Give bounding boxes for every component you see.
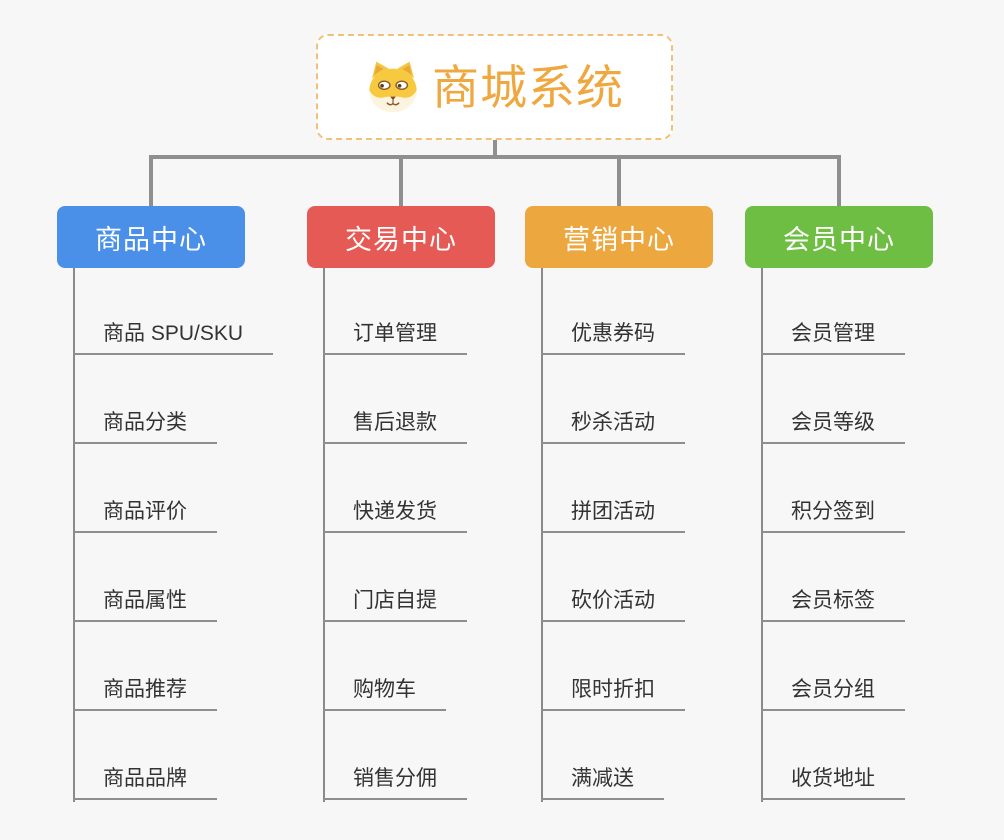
topic-label: 优惠券码: [541, 321, 685, 355]
topic-label: 商品推荐: [73, 677, 217, 711]
branch-member-center: 会员中心 会员管理 会员等级 积分签到 会员标签 会员分组 收货地址: [745, 206, 933, 802]
topic-label: 限时折扣: [541, 677, 685, 711]
topic-node[interactable]: 销售分佣: [323, 711, 467, 800]
topic-node[interactable]: 秒杀活动: [541, 355, 685, 444]
branch-header-trade-center[interactable]: 交易中心: [307, 206, 495, 268]
topic-label: 秒杀活动: [541, 410, 685, 444]
connector-root-stub: [493, 140, 497, 156]
branch-items: 会员管理 会员等级 积分签到 会员标签 会员分组 收货地址: [761, 266, 905, 800]
root-topic[interactable]: 商城系统: [316, 34, 673, 140]
branch-items: 商品 SPU/SKU 商品分类 商品评价 商品属性 商品推荐 商品品牌: [73, 266, 274, 800]
topic-node[interactable]: 购物车: [323, 622, 467, 711]
connector-drop-3: [617, 155, 621, 206]
topic-label: 商品 SPU/SKU: [73, 321, 274, 355]
branch-trunk-line: [323, 268, 325, 802]
topic-label: 售后退款: [323, 410, 467, 444]
topic-label: 收货地址: [761, 766, 905, 800]
topic-node[interactable]: 会员标签: [761, 533, 905, 622]
topic-node[interactable]: 订单管理: [323, 266, 467, 355]
topic-label: 购物车: [323, 677, 446, 711]
connector-drop-4: [837, 155, 841, 206]
topic-node[interactable]: 限时折扣: [541, 622, 685, 711]
branch-header-product-center[interactable]: 商品中心: [57, 206, 245, 268]
topic-label: 会员标签: [761, 588, 905, 622]
topic-label: 会员管理: [761, 321, 905, 355]
branch-trunk-line: [73, 268, 75, 802]
topic-label: 商品属性: [73, 588, 217, 622]
topic-label: 满减送: [541, 766, 664, 800]
branch-trunk-line: [541, 268, 543, 802]
topic-node[interactable]: 满减送: [541, 711, 685, 800]
topic-label: 商品分类: [73, 410, 217, 444]
topic-node[interactable]: 商品分类: [73, 355, 273, 444]
topic-label: 快递发货: [323, 499, 467, 533]
topic-label: 订单管理: [323, 321, 467, 355]
topic-label: 拼团活动: [541, 499, 685, 533]
topic-node[interactable]: 商品品牌: [73, 711, 273, 800]
topic-node[interactable]: 售后退款: [323, 355, 467, 444]
topic-node[interactable]: 商品 SPU/SKU: [73, 266, 274, 355]
topic-node[interactable]: 会员管理: [761, 266, 905, 355]
branch-trade-center: 交易中心 订单管理 售后退款 快递发货 门店自提 购物车 销售分佣: [307, 206, 495, 802]
topic-node[interactable]: 优惠券码: [541, 266, 685, 355]
branch-product-center: 商品中心 商品 SPU/SKU 商品分类 商品评价 商品属性 商品推荐 商品品牌: [57, 206, 274, 802]
topic-node[interactable]: 收货地址: [761, 711, 905, 800]
branch-marketing-center: 营销中心 优惠券码 秒杀活动 拼团活动 砍价活动 限时折扣 满减送: [525, 206, 713, 802]
topic-label: 砍价活动: [541, 588, 685, 622]
connector-drop-2: [399, 155, 403, 206]
topic-label: 销售分佣: [323, 766, 467, 800]
connector-drop-1: [149, 155, 153, 206]
topic-label: 商品品牌: [73, 766, 217, 800]
topic-node[interactable]: 门店自提: [323, 533, 467, 622]
topic-label: 商品评价: [73, 499, 217, 533]
topic-label: 会员分组: [761, 677, 905, 711]
topic-node[interactable]: 会员分组: [761, 622, 905, 711]
branch-header-marketing-center[interactable]: 营销中心: [525, 206, 713, 268]
root-topic-title: 商城系统: [432, 60, 624, 114]
topic-node[interactable]: 商品推荐: [73, 622, 273, 711]
topic-node[interactable]: 拼团活动: [541, 444, 685, 533]
topic-label: 积分签到: [761, 499, 905, 533]
branch-items: 订单管理 售后退款 快递发货 门店自提 购物车 销售分佣: [323, 266, 467, 800]
topic-node[interactable]: 商品评价: [73, 444, 273, 533]
topic-node[interactable]: 快递发货: [323, 444, 467, 533]
topic-node[interactable]: 商品属性: [73, 533, 273, 622]
connector-rail: [149, 155, 841, 159]
topic-label: 门店自提: [323, 588, 467, 622]
topic-node[interactable]: 积分签到: [761, 444, 905, 533]
topic-label: 会员等级: [761, 410, 905, 444]
topic-node[interactable]: 砍价活动: [541, 533, 685, 622]
branch-header-member-center[interactable]: 会员中心: [745, 206, 933, 268]
branch-items: 优惠券码 秒杀活动 拼团活动 砍价活动 限时折扣 满减送: [541, 266, 685, 800]
branch-trunk-line: [761, 268, 763, 802]
topic-node[interactable]: 会员等级: [761, 355, 905, 444]
dog-face-icon: [365, 60, 421, 114]
